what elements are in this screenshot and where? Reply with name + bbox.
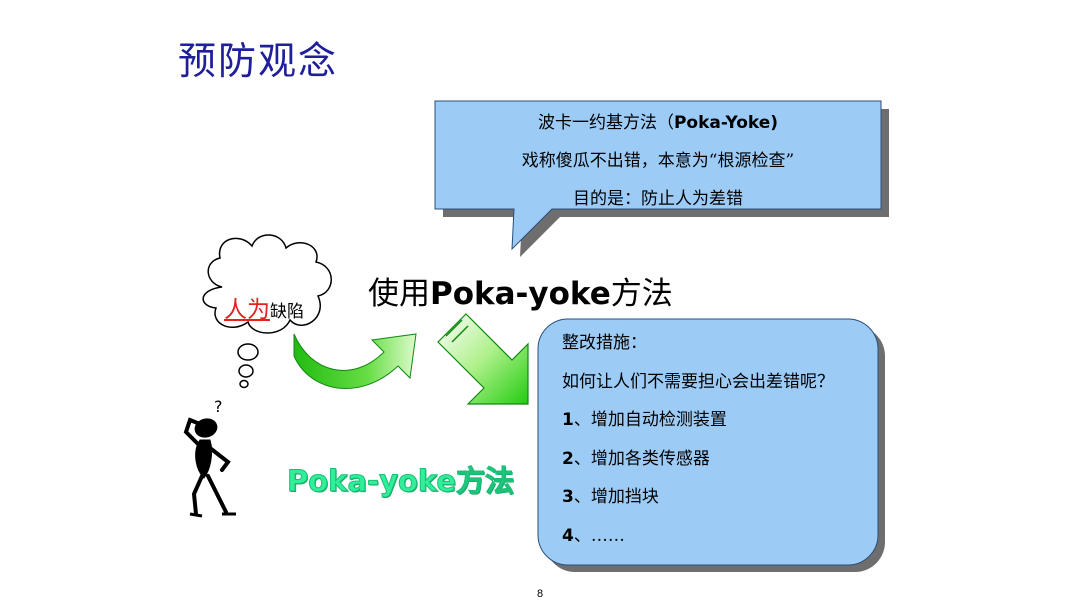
callout-box — [434, 100, 889, 257]
measures-box — [537, 318, 885, 572]
thinking-person-icon — [183, 417, 236, 518]
question-mark: ? — [214, 397, 223, 416]
list-item: 3、增加挡块 — [562, 487, 659, 507]
method-heading: 使用Poka-yoke方法 — [368, 276, 673, 312]
callout-line-3: 目的是：防止人为差错 — [573, 189, 743, 209]
list-item: 4、…… — [562, 525, 625, 546]
cloud-red-text: 人为 — [224, 297, 270, 323]
list-item: 2、增加各类传感器 — [562, 448, 710, 469]
callout-line-1: 波卡一约基方法（Poka-Yoke) — [537, 113, 779, 133]
cloud-black-text: 缺陷 — [270, 302, 304, 322]
thinking-cloud-icon — [202, 234, 332, 389]
list-item: 1、增加自动检测装置 — [562, 410, 727, 430]
callout-text: 波卡一约基方法（Poka-Yoke) 戏称傻瓜不出错，本意为“根源检查” 目的是… — [436, 104, 880, 218]
page-number: 8 — [536, 588, 544, 600]
measures-list: 整改措施： 如何让人们不需要担心会出差错呢？ 1、增加自动检测装置 2、增加各类… — [562, 330, 882, 561]
slide-title: 预防观念 — [178, 39, 339, 83]
measures-question: 如何让人们不需要担心会出差错呢？ — [562, 371, 834, 392]
measures-title: 整改措施： — [562, 333, 647, 353]
cloud-text: 人为缺陷 — [224, 290, 304, 324]
callout-line-2: 戏称傻瓜不出错，本意为“根源检查” — [521, 151, 795, 171]
curved-arrow-icon — [293, 333, 417, 389]
diagonal-arrow-icon — [437, 313, 529, 405]
green-method-label: Poka-yoke方法 — [286, 464, 515, 499]
